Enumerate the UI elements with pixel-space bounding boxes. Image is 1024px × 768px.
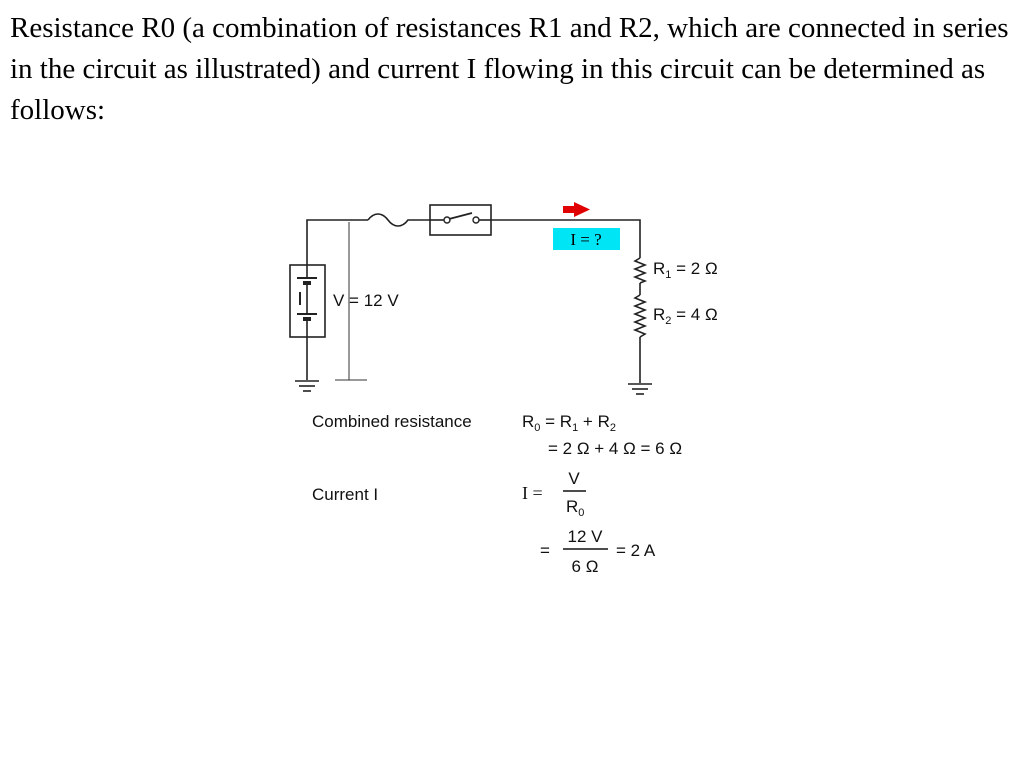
resistor-r1-icon <box>632 257 648 284</box>
fraction2-eq: = <box>540 541 550 560</box>
r1-label: R1 = 2 Ω <box>653 259 718 281</box>
combined-resistance-label: Combined resistance <box>312 412 472 431</box>
switch-blade <box>448 212 473 220</box>
fraction2-numerator: 12 V <box>568 527 604 546</box>
top-wire-right <box>491 219 641 258</box>
ground-right-icon <box>628 383 652 395</box>
current-tag: I = ? <box>570 230 601 249</box>
r2-label: R2 = 4 Ω <box>653 305 718 327</box>
fraction1-numerator: V <box>568 469 580 488</box>
combined-formula: R0 = R1 + R2 <box>522 412 616 434</box>
intro-paragraph: Resistance R0 (a combination of resistan… <box>10 12 1009 126</box>
resistor-r2-icon <box>632 294 648 338</box>
ground-left-icon <box>295 380 319 392</box>
switch-contact-left <box>443 216 451 224</box>
current-arrow-icon <box>563 202 590 217</box>
current-label: Current I <box>312 485 378 504</box>
combined-result: = 2 Ω + 4 Ω = 6 Ω <box>548 439 682 458</box>
current-tag-bg <box>553 228 620 250</box>
fraction2-denominator: 6 Ω <box>572 557 599 576</box>
fuse-symbol <box>367 213 430 227</box>
fraction1-denominator: R0 <box>566 497 584 519</box>
battery-icon <box>297 265 317 337</box>
voltage-label: V = 12 V <box>333 291 399 310</box>
switch-contact-right <box>472 216 480 224</box>
current-result: = 2 A <box>616 541 656 560</box>
top-wire-left <box>306 219 368 265</box>
current-lhs: I = <box>522 483 543 503</box>
